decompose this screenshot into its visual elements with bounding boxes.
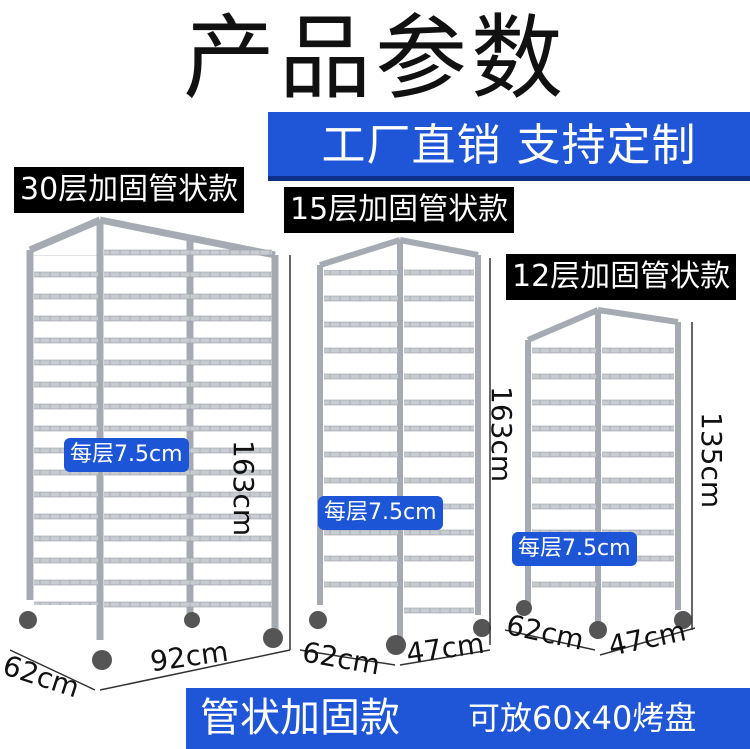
banner-stripe	[268, 176, 750, 181]
footer-bar	[186, 688, 750, 749]
dimension-lines	[9, 255, 696, 691]
spacing-badge-15: 每层7.5cm	[318, 496, 443, 530]
rack-12-wheels	[516, 600, 692, 639]
footer-right-text: 可放60x40烤盘	[468, 699, 697, 737]
rack-30-shelves-left	[34, 255, 98, 605]
rack-15-frame	[317, 237, 481, 640]
rack-15-shelves-left	[324, 270, 398, 605]
spacing-badge-30: 每层7.5cm	[64, 438, 189, 472]
page-title: 产品参数	[182, 5, 567, 112]
height-label-15: 163cm	[485, 386, 518, 483]
promo-banner: 工厂直销 支持定制	[268, 112, 750, 180]
spacing-badge-12: 每层7.5cm	[512, 532, 637, 566]
rack-label-12: 12层加固管状款	[506, 254, 737, 300]
rack-30-wheels	[19, 611, 283, 670]
footer-left-text: 管状加固款	[200, 695, 400, 741]
height-label-30: 163cm	[227, 440, 260, 537]
height-label-12: 135cm	[695, 412, 728, 509]
rack-30-shelves-right	[104, 245, 272, 615]
rack-15-shelves-right	[404, 260, 474, 615]
rack-label-30: 30层加固管状款	[14, 167, 245, 213]
rack-15-wheels	[309, 611, 491, 655]
rack-label-15: 15层加固管状款	[284, 187, 515, 233]
